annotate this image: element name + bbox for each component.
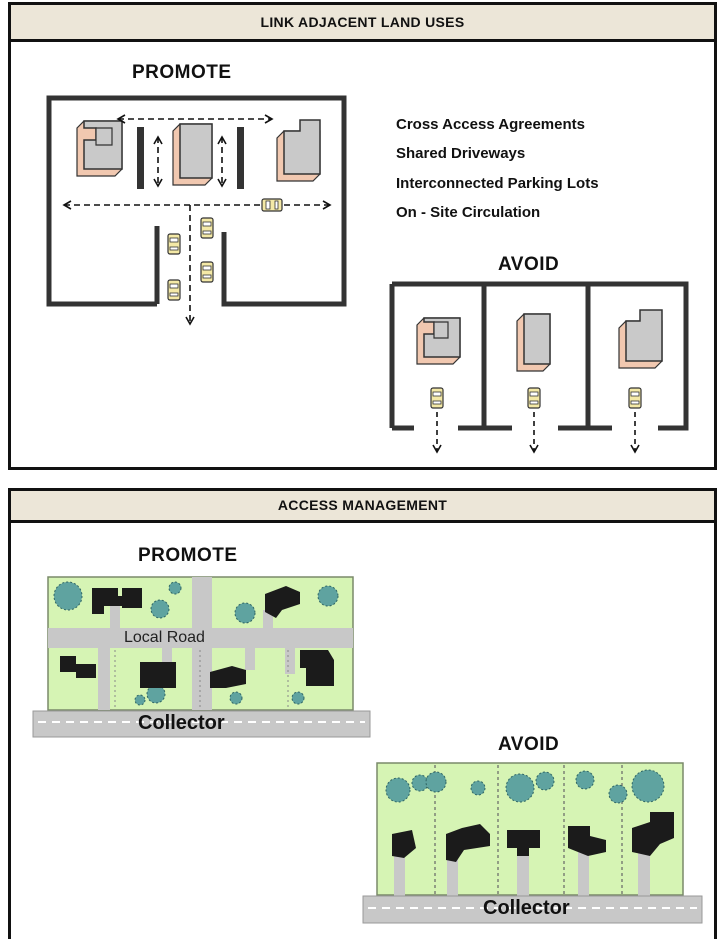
avoid-neighborhood [362, 762, 703, 924]
promote-heading: PROMOTE [132, 62, 232, 83]
building-2-icon [172, 123, 213, 186]
strategy-cross-access: Cross Access Agreements [396, 116, 585, 133]
strategy-interconnected-parking: Interconnected Parking Lots [396, 175, 599, 192]
avoid-building-2-icon [516, 313, 551, 372]
driveway [285, 648, 295, 674]
driveway [98, 648, 110, 710]
collector-road [362, 895, 703, 924]
promote-neighborhood [32, 576, 371, 738]
house-icon [92, 588, 128, 614]
driveway [162, 648, 172, 664]
avoid-heading: AVOID [498, 734, 560, 755]
promote-site-plan-diagram [46, 95, 689, 454]
panel-title: LINK ADJACENT LAND USES [11, 5, 714, 42]
avoid-heading: AVOID [498, 254, 560, 275]
building-1-icon [76, 120, 123, 177]
driveway [245, 648, 255, 670]
parking-divider [137, 127, 144, 189]
link-adjacent-land-uses-panel: LINK ADJACENT LAND USES [8, 2, 717, 470]
avoid-building-1-icon [416, 317, 461, 365]
house-icon [265, 586, 300, 618]
strategy-shared-driveways: Shared Driveways [396, 145, 526, 162]
local-road-label: Local Road [124, 629, 205, 646]
house-icon [632, 812, 674, 856]
promote-site-boundary [46, 95, 347, 307]
driveway [263, 610, 273, 628]
strategy-on-site-circulation: On - Site Circulation [396, 204, 541, 221]
panel-title: ACCESS MANAGEMENT [11, 491, 714, 523]
house-icon [122, 588, 142, 608]
house-icon [507, 830, 540, 856]
driveway [110, 600, 120, 628]
house-icon [60, 656, 96, 678]
local-road [192, 577, 212, 710]
collector-label-promote: Collector [138, 712, 225, 734]
house-icon [568, 826, 606, 856]
avoid-building-3-icon [618, 309, 663, 369]
house-icon [300, 650, 334, 686]
collector-label-avoid: Collector [483, 897, 570, 919]
promote-heading: PROMOTE [138, 545, 238, 566]
house-icon [446, 824, 490, 862]
avoid-site-boundaries [389, 281, 689, 431]
house-icon [392, 830, 416, 858]
building-3-icon [276, 119, 321, 182]
house-icon [140, 662, 176, 688]
collector-road [32, 710, 371, 738]
house-icon [210, 666, 246, 688]
parking-divider [237, 127, 244, 189]
